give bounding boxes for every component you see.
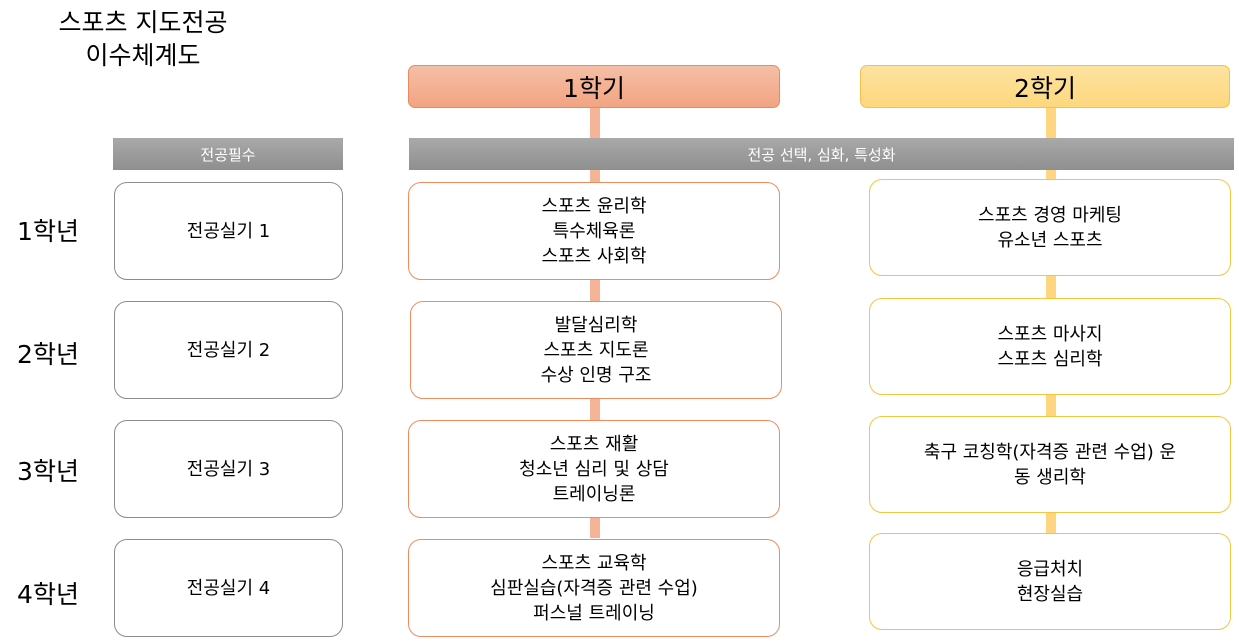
required-bar: 전공필수 [113,138,343,170]
semester1-course-box: 스포츠 윤리학 특수체육론 스포츠 사회학 [408,182,780,280]
semester2-course-box: 축구 코칭학(자격증 관련 수업) 운 동 생리학 [869,416,1231,513]
semester2-course-box: 스포츠 경영 마케팅 유소년 스포츠 [869,179,1231,276]
semester1-course-box: 스포츠 재활 청소년 심리 및 상담 트레이닝론 [408,420,780,518]
semester1-header: 1학기 [408,65,780,108]
year-label: 3학년 [17,457,79,486]
semester2-course-box: 스포츠 마사지 스포츠 심리학 [869,298,1231,395]
required-course-box: 전공실기 4 [114,539,343,637]
semester2-course-box: 응급처치 현장실습 [869,533,1231,630]
semester1-course-box: 발달심리학 스포츠 지도론 수상 인명 구조 [410,301,782,399]
semester1-course-box: 스포츠 교육학 심판실습(자격증 관련 수업) 퍼스널 트레이닝 [408,539,780,637]
elective-bar: 전공 선택, 심화, 특성화 [409,138,1234,170]
year-label: 4학년 [17,580,79,609]
diagram-title: 스포츠 지도전공 이수체계도 [58,8,228,70]
semester2-header: 2학기 [860,65,1230,108]
required-course-box: 전공실기 2 [114,301,343,399]
required-course-box: 전공실기 1 [114,182,343,280]
required-course-box: 전공실기 3 [114,420,343,518]
year-label: 2학년 [17,340,79,369]
year-label: 1학년 [17,217,79,246]
